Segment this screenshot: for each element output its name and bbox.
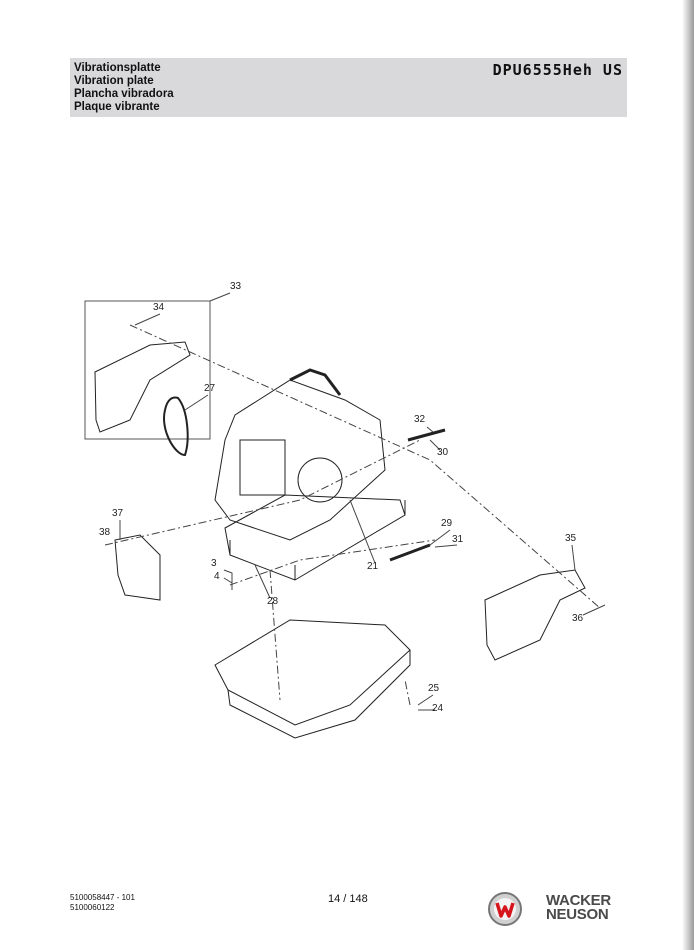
page-number: 14 / 148 [328,893,368,905]
callout-35: 35 [565,533,577,544]
title-de: Vibrationsplatte [74,62,161,74]
callout-36: 36 [572,613,584,624]
brand-line-1: WACKER [546,892,611,909]
title-en: Vibration plate [74,75,154,87]
callout-37: 37 [112,508,124,519]
page-edge [682,0,694,950]
handle-part [289,368,342,396]
lower-plate-part [214,619,411,726]
callout-4: 4 [214,571,220,582]
wacker-neuson-logo-icon [488,892,522,926]
callout-30: 30 [437,447,449,458]
bar-part-30 [407,428,446,442]
callout-32: 32 [414,414,426,425]
model-name: DPU6555Heh US [492,61,623,79]
callout-3: 3 [211,558,217,569]
v-belt-part [163,396,189,457]
document-number-2: 5100060122 [70,903,115,912]
belt-guard-part [94,341,191,433]
document-number: 5100058447 - 101 [70,893,135,902]
lower-plate-edge [227,650,411,739]
brand-line-2: NEUSON [546,906,609,923]
callout-38: 38 [99,527,111,538]
title-fr: Plaque vibrante [74,101,160,113]
cover-part [484,569,586,661]
brand-wordmark: WACKER NEUSON [546,892,611,923]
bracket-part [114,534,161,601]
callout-27: 27 [204,383,216,394]
callout-25: 25 [428,683,440,694]
belt-guard-group-frame [84,300,211,440]
callout-24: 24 [432,703,444,714]
callout-33: 33 [230,281,242,292]
title-es: Plancha vibradora [74,88,174,100]
base-plate-edge [229,500,406,580]
pulley-part [297,457,343,503]
callout-29: 29 [441,518,453,529]
callout-28: 28 [267,596,279,607]
bar-part-29 [389,543,431,562]
engine-frame-part [214,379,386,541]
callout-21: 21 [367,561,379,572]
engine-part [239,439,286,496]
page-header: Vibrationsplatte Vibration plate Plancha… [70,58,627,117]
callout-34: 34 [153,302,165,313]
callout-31: 31 [452,534,464,545]
